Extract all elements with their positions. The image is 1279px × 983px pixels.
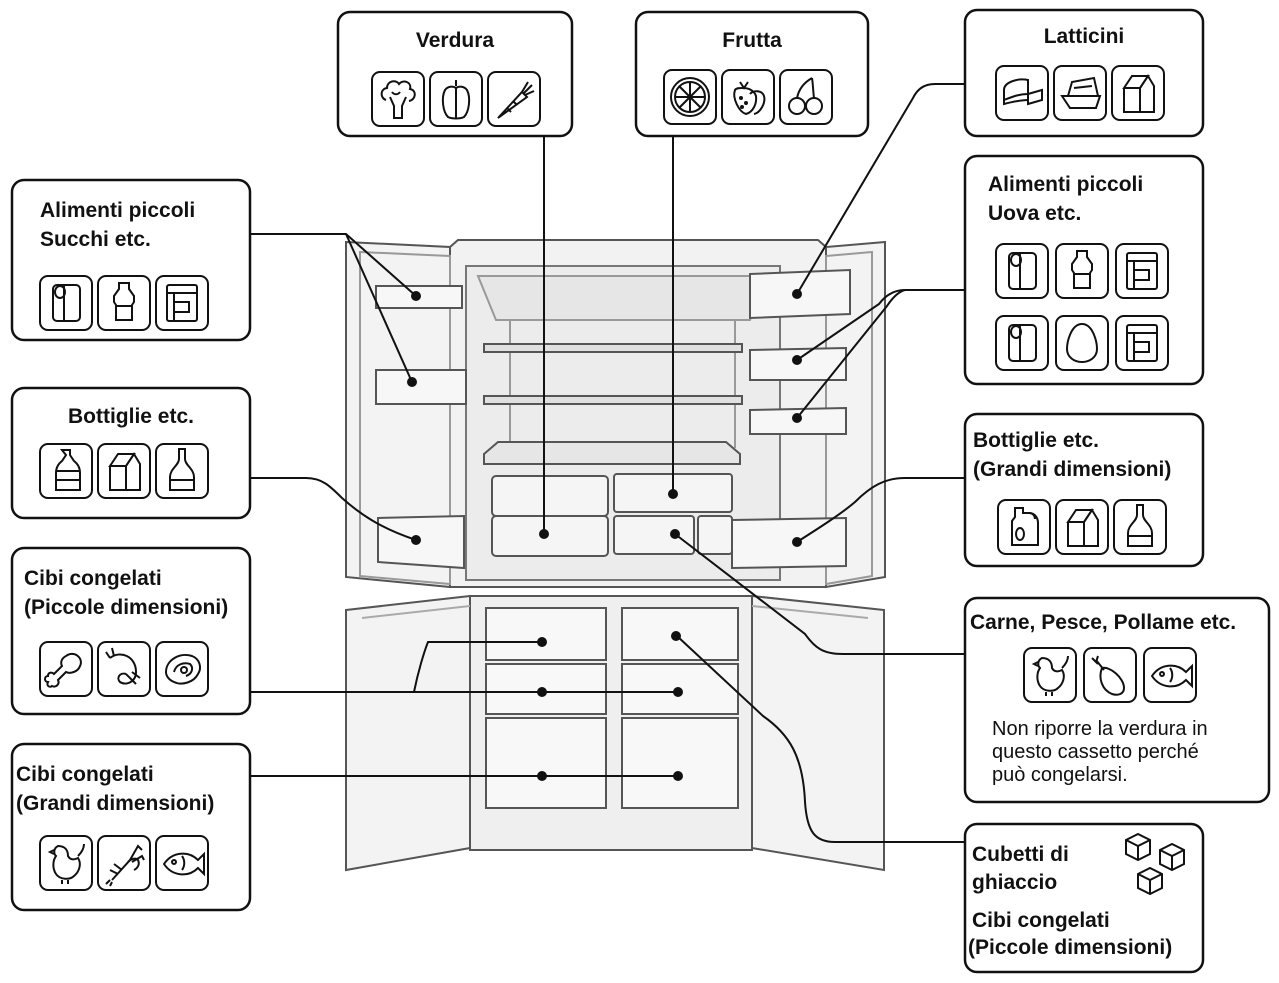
- pepper-icon: [429, 71, 483, 127]
- chicken-icon: [1023, 647, 1077, 703]
- water-bottle-icon: [39, 443, 93, 499]
- ghiaccio-title-line3: Cibi congelati: [972, 909, 1110, 932]
- drumstick-icon: [39, 641, 93, 697]
- can-icon: [995, 315, 1049, 371]
- bottiglie-grandi-title-line2: (Grandi dimensioni): [973, 458, 1172, 481]
- small-bottle-icon: [97, 275, 151, 331]
- connector-lines: [250, 83, 965, 843]
- carne-note-line2: questo cassetto perché: [992, 741, 1199, 763]
- ghiaccio-box: [963, 822, 1205, 974]
- cheese-icon: [995, 65, 1049, 121]
- lobster-icon: [97, 835, 151, 891]
- orange-slice-icon: [663, 69, 717, 125]
- chicken-icon: [39, 835, 93, 891]
- alimenti-succhi-title-line2: Succhi etc.: [40, 228, 151, 251]
- carrot-icon: [487, 71, 541, 127]
- butter-icon: [1053, 65, 1107, 121]
- can-icon: [39, 275, 93, 331]
- can-icon: [995, 243, 1049, 299]
- wine-bottle-icon: [155, 443, 209, 499]
- bottiglie-title: Bottiglie etc.: [67, 405, 194, 428]
- ghiaccio-title-line2: ghiaccio: [972, 871, 1058, 894]
- bottiglie-grandi-title-line1: Bottiglie etc.: [973, 429, 1100, 452]
- alimenti-succhi-title-line1: Alimenti piccoli: [40, 199, 196, 222]
- milk-carton-icon: [1055, 499, 1109, 555]
- cherries-icon: [779, 69, 833, 125]
- milk-carton-icon: [1111, 65, 1165, 121]
- broccoli-icon: [371, 71, 425, 127]
- fish-icon: [155, 835, 209, 891]
- shrimp-icon: [97, 641, 151, 697]
- carton-icon: [1115, 243, 1169, 299]
- ghiaccio-title-line4: (Piccole dimensioni): [968, 936, 1173, 959]
- jug-icon: [997, 499, 1051, 555]
- congelati-piccoli-title-line1: Cibi congelati: [24, 567, 162, 590]
- carton-icon: [1115, 315, 1169, 371]
- fish-steak-icon: [155, 641, 209, 697]
- small-bottle-icon: [1055, 243, 1109, 299]
- alimenti-uova-title-line2: Uova etc.: [988, 202, 1082, 225]
- carton-icon: [155, 275, 209, 331]
- ghiaccio-title-line1: Cubetti di: [972, 843, 1069, 866]
- verdura-title: Verdura: [415, 29, 495, 52]
- frutta-title: Frutta: [722, 29, 782, 52]
- alimenti-uova-title-line1: Alimenti piccoli: [988, 173, 1144, 196]
- congelati-piccoli-title-line2: (Piccole dimensioni): [24, 596, 229, 619]
- wine-bottle-icon: [1113, 499, 1167, 555]
- congelati-grandi-title-line2: (Grandi dimensioni): [16, 792, 215, 815]
- strawberry-icon: [721, 69, 775, 125]
- latticini-title: Latticini: [1043, 25, 1125, 48]
- food-icons: [39, 65, 1197, 895]
- carne-title: Carne, Pesce, Pollame etc.: [970, 611, 1237, 634]
- carne-note-line3: può congelarsi.: [992, 764, 1128, 786]
- carne-note-line1: Non riporre la verdura in: [992, 718, 1208, 740]
- milk-carton-icon: [97, 443, 151, 499]
- fish-icon: [1143, 647, 1197, 703]
- egg-icon: [1055, 315, 1109, 371]
- ham-icon: [1083, 647, 1137, 703]
- congelati-grandi-title-line1: Cibi congelati: [16, 763, 154, 786]
